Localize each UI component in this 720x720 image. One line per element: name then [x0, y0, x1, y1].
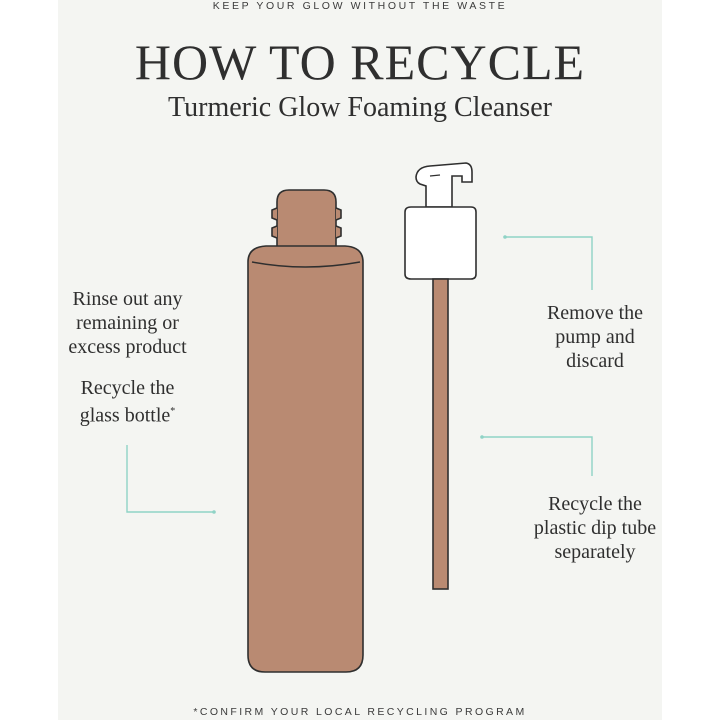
dip-tube	[432, 278, 449, 590]
tagline: KEEP YOUR GLOW WITHOUT THE WASTE	[212, 0, 508, 12]
bottle-body	[247, 245, 364, 673]
bottle-neck	[276, 189, 337, 249]
page-title: HOW TO RECYCLE	[134, 34, 586, 90]
pump-nozzle	[415, 162, 473, 208]
leader-line-glass	[126, 445, 214, 513]
asterisk-mark: *	[170, 406, 176, 417]
step-remove-pump: Remove the pump and discard	[546, 302, 644, 372]
step-recycle-glass-text: Recycle the glass bottle	[79, 377, 175, 427]
product-name: Turmeric Glow Foaming Cleanser	[168, 92, 552, 123]
step-recycle-glass: Recycle the glass bottle*	[50, 376, 205, 428]
leader-line-pump	[505, 236, 593, 290]
step-recycle-tube: Recycle the plastic dip tube separately	[533, 493, 657, 563]
bottle-shoulder	[251, 261, 361, 268]
leader-line-tube	[482, 436, 593, 476]
footnote: *CONFIRM YOUR LOCAL RECYCLING PROGRAM	[193, 706, 527, 718]
bottle-threads	[271, 207, 342, 239]
pump-collar	[404, 206, 477, 280]
step-rinse: Rinse out any remaining or excess produc…	[68, 288, 187, 358]
